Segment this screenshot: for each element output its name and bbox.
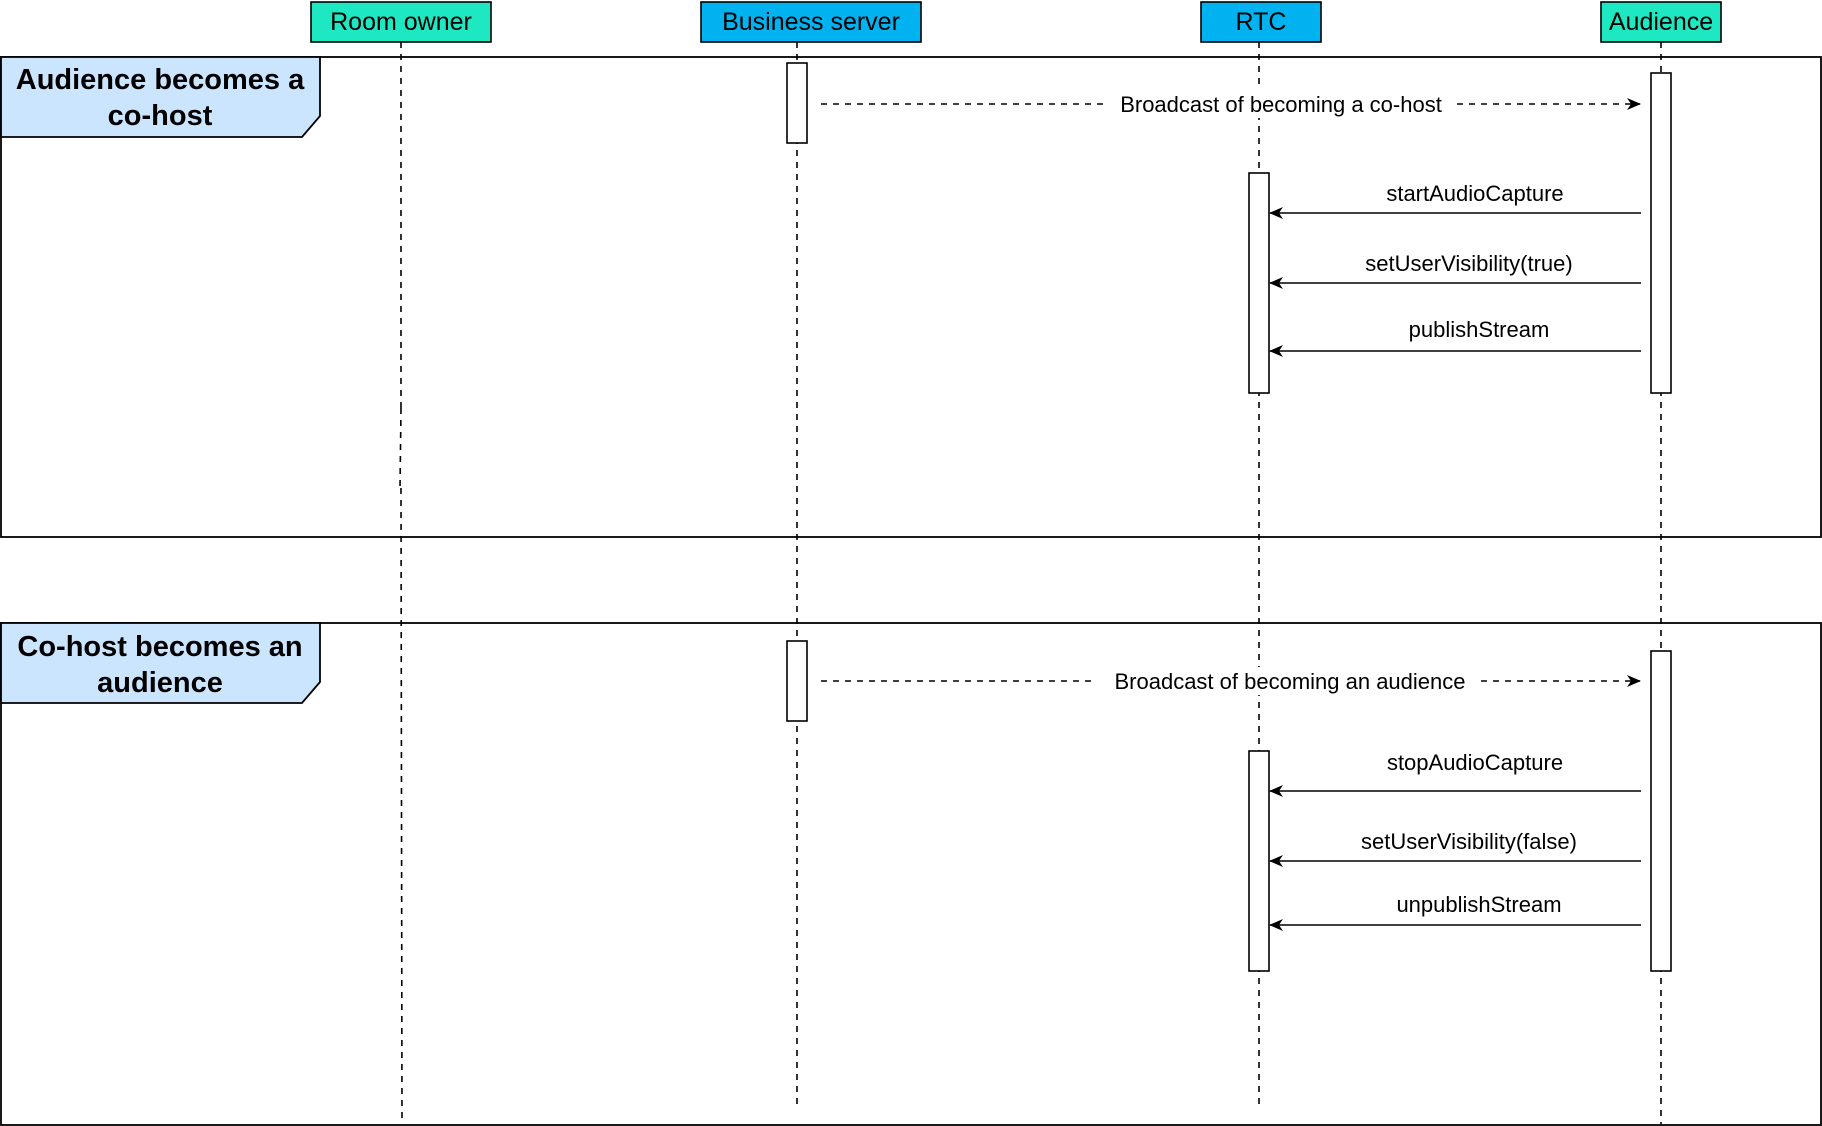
participant-business-server-label: Business server bbox=[722, 8, 900, 36]
message-label-broadcast-audience: Broadcast of becoming an audience bbox=[1114, 669, 1465, 694]
activation-business-server-1 bbox=[786, 62, 808, 144]
participant-rtc-box bbox=[1200, 1, 1322, 43]
activation-rtc-2 bbox=[1248, 750, 1270, 972]
activation-business-server-2 bbox=[786, 640, 808, 722]
frame-label-audience-to-cohost-line1: Audience becomes a bbox=[16, 64, 305, 96]
participant-room-owner-box bbox=[310, 1, 492, 43]
message-label-stop-audio-capture: stopAudioCapture bbox=[1387, 750, 1563, 775]
participant-room-owner-label: Room owner bbox=[330, 8, 472, 36]
frame-audience-to-cohost bbox=[0, 56, 1822, 538]
message-label-set-visibility-false: setUserVisibility(false) bbox=[1361, 829, 1577, 854]
lifeline-room-owner-kink bbox=[399, 407, 402, 489]
participant-audience-label: Audience bbox=[1609, 8, 1713, 36]
frame-label-cohost-to-audience-line1: Co-host becomes an bbox=[17, 631, 302, 663]
message-label-set-visibility-true: setUserVisibility(true) bbox=[1365, 251, 1572, 276]
participant-rtc-label: RTC bbox=[1236, 8, 1287, 36]
message-label-bg bbox=[1104, 90, 1456, 118]
activation-audience-1 bbox=[1650, 72, 1672, 394]
frame-cohost-to-audience bbox=[0, 622, 1822, 1126]
activation-rtc-1 bbox=[1248, 172, 1270, 394]
frame-label-tab-audience-to-cohost bbox=[0, 56, 321, 138]
participant-business-server-box bbox=[700, 1, 922, 43]
frame-label-audience-to-cohost-line2: co-host bbox=[108, 100, 213, 132]
frame-label-cohost-to-audience-line2: audience bbox=[97, 667, 223, 699]
lifeline-room-owner-lower bbox=[400, 487, 403, 1125]
message-label-publish-stream: publishStream bbox=[1409, 317, 1550, 342]
message-label-unpublish-stream: unpublishStream bbox=[1396, 892, 1561, 917]
message-label-start-audio-capture: startAudioCapture bbox=[1386, 181, 1563, 206]
frame-label-tab-cohost-to-audience bbox=[0, 622, 321, 704]
message-label-broadcast-cohost: Broadcast of becoming a co-host bbox=[1120, 92, 1442, 117]
participant-audience-box bbox=[1600, 1, 1722, 43]
message-label-bg bbox=[1096, 667, 1480, 695]
activation-audience-2 bbox=[1650, 650, 1672, 972]
